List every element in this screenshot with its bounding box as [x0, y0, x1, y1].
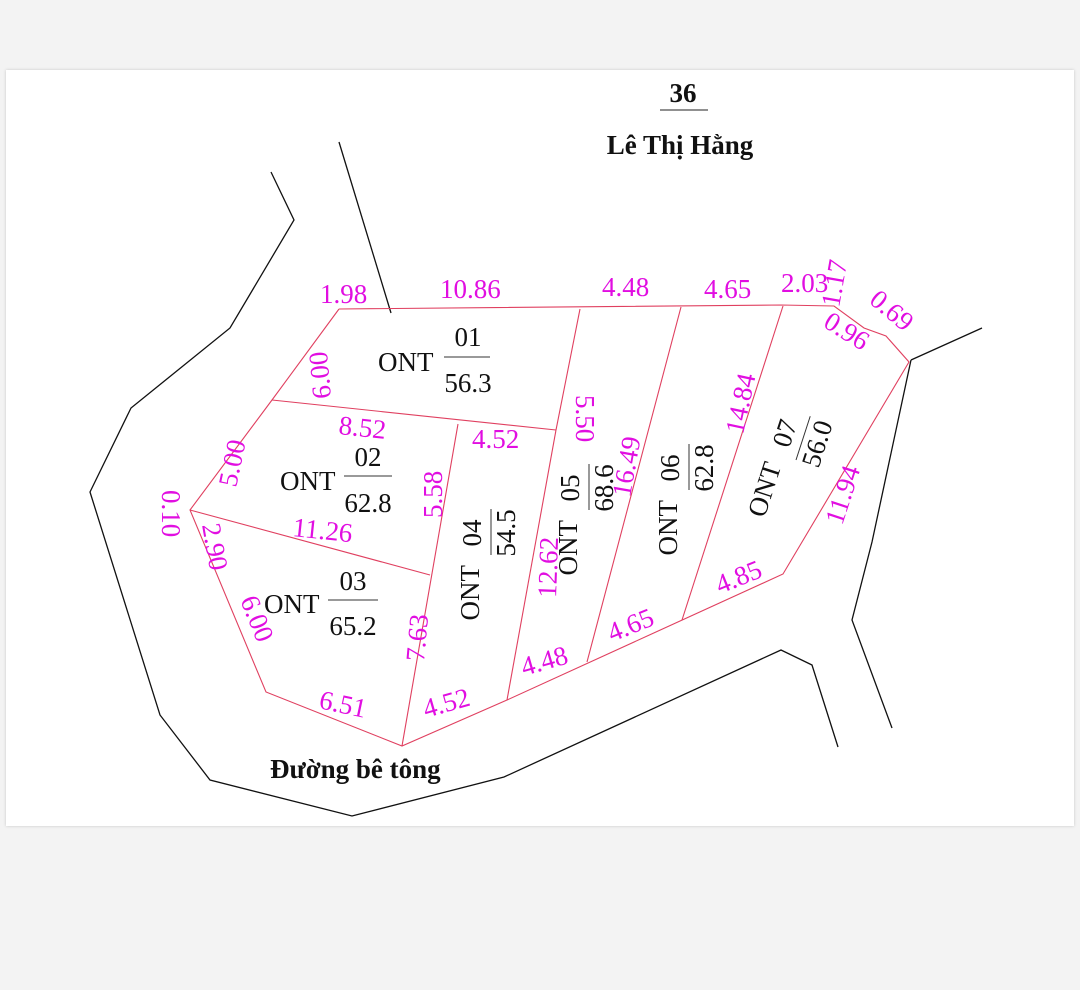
road-edge-lower: [89, 171, 839, 817]
lot-lines: [189, 304, 910, 747]
dim-label: 7.63: [400, 613, 434, 663]
dim-label: 4.85: [711, 554, 766, 600]
dim-label: 1.17: [815, 257, 853, 309]
cadastral-map: 36 Lê Thị Hằng ONT 01 56.3 ONT 02 62.8 O…: [89, 78, 983, 817]
dim-label: 4.52: [419, 682, 473, 724]
dim-label: 11.94: [819, 461, 866, 528]
dim-label: 6.00: [303, 350, 337, 400]
line-02-04: [401, 423, 459, 747]
line-01-05: [555, 308, 581, 431]
dim-label: 5.00: [213, 437, 252, 489]
lot-02-label: ONT 02 62.8: [280, 442, 392, 518]
dim-label: 14.84: [720, 370, 762, 436]
lot-03-label: ONT 03 65.2: [264, 566, 378, 641]
dim-label: 12.62: [532, 536, 564, 598]
lot-06-area: 62.8: [689, 444, 719, 491]
dim-label: 4.48: [602, 272, 649, 302]
lot-02-area: 62.8: [344, 488, 391, 518]
lot-05-area: 68.6: [589, 464, 619, 511]
line-02-03: [189, 509, 431, 576]
lot-07-number: 07: [766, 416, 803, 451]
lot-03-area: 65.2: [329, 611, 376, 641]
lot-04-number: 04: [457, 519, 487, 547]
dim-label: 10.86: [440, 274, 501, 304]
lot-03-type: ONT: [264, 589, 320, 619]
map-sheet: 36 Lê Thị Hằng ONT 01 56.3 ONT 02 62.8 O…: [6, 70, 1074, 826]
dim-label: 4.48: [517, 640, 571, 682]
lot-07-type: ONT: [742, 458, 788, 521]
lot-04-area: 54.5: [491, 509, 521, 556]
line-06-07: [681, 305, 784, 621]
dim-label: 16.49: [606, 434, 646, 499]
dim-label: 5.50: [570, 395, 600, 442]
road-lines: [89, 141, 983, 817]
road-edge-right-upper: [910, 327, 983, 361]
dim-label: 2.90: [196, 521, 234, 573]
road-edge-upper: [338, 141, 392, 314]
dim-label: 6.51: [317, 685, 369, 724]
lot-02-type: ONT: [280, 466, 336, 496]
lot-01-label: ONT 01 56.3: [378, 322, 492, 398]
lot-01-number: 01: [455, 322, 482, 352]
parcel-number: 36: [670, 78, 697, 108]
lot-04-type: ONT: [455, 565, 485, 621]
dim-label: 1.98: [320, 279, 367, 309]
lot-05-type: ONT: [553, 520, 583, 576]
lot-04-label: ONT 04 54.5: [455, 509, 521, 621]
line-04-05: [506, 429, 557, 701]
dim-label: 5.58: [418, 471, 448, 518]
dim-label: 0.96: [819, 306, 875, 356]
dim-label: 11.26: [291, 512, 354, 548]
lot-06-type: ONT: [653, 500, 683, 556]
lot-03-number: 03: [340, 566, 367, 596]
road-edge-right: [851, 359, 912, 729]
road-label: Đường bê tông: [270, 754, 441, 784]
dim-label: 0.10: [156, 490, 186, 537]
lot-01-type: ONT: [378, 347, 434, 377]
lot-05-number: 05: [555, 475, 585, 502]
dim-label: 4.65: [704, 274, 751, 304]
lot-01-area: 56.3: [444, 368, 491, 398]
line-01-02: [271, 399, 557, 431]
dim-label: 4.65: [603, 602, 658, 648]
dim-label: 4.52: [472, 424, 519, 454]
lot-05-label: ONT 05 68.6: [553, 464, 619, 576]
line-05-06: [586, 306, 682, 663]
owner-name: Lê Thị Hằng: [607, 130, 754, 160]
lot-02-number: 02: [355, 442, 382, 472]
dim-label: 2.03: [781, 268, 828, 298]
lot-07-fraction-bar: [795, 416, 811, 461]
dim-label: 8.52: [337, 410, 387, 445]
lot-06-number: 06: [655, 455, 685, 482]
dimension-labels: 1.98 10.86 4.48 4.65 2.03 1.17 0.69 0.96…: [156, 257, 920, 723]
lot-06-label: ONT 06 62.8: [653, 444, 719, 556]
